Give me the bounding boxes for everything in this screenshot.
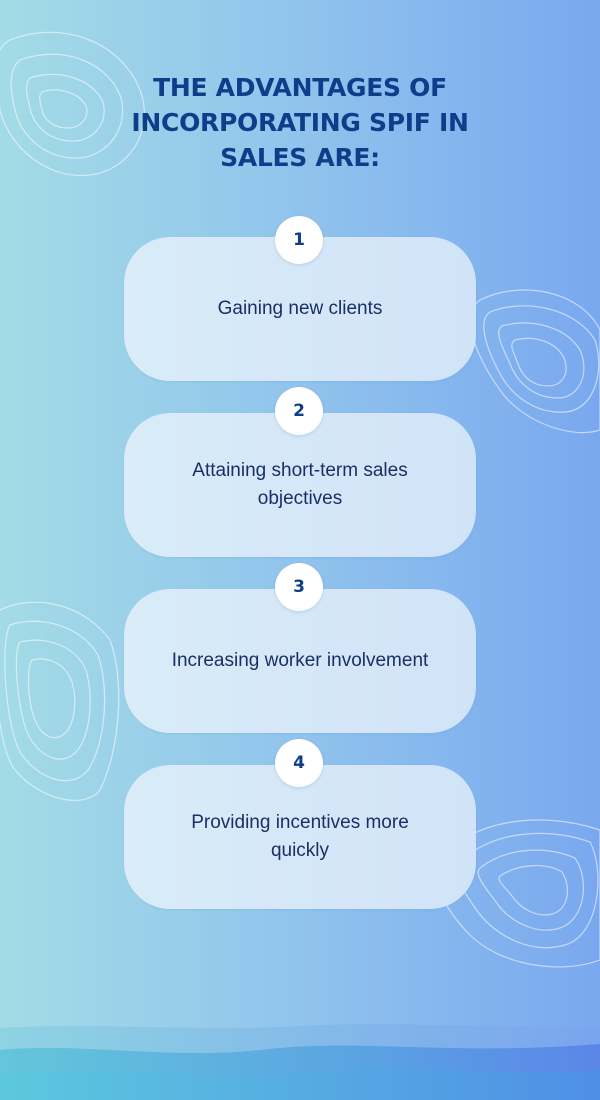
contour-left-lower (0, 601, 120, 801)
page-title: THE ADVANTAGES OF INCORPORATING SPIF IN … (131, 73, 469, 172)
number-badge-2: 2 (275, 387, 323, 435)
advantage-card-4: Providing incentives more quickly (124, 765, 476, 909)
contour-right-middle (470, 289, 600, 434)
number-badge-3: 3 (275, 563, 323, 611)
number-badge-1: 1 (275, 216, 323, 264)
contour-right-lower (436, 819, 600, 968)
advantage-card-2: Attaining short-term sales objectives (124, 413, 476, 557)
contour-top-left (0, 31, 145, 177)
advantage-text-1: Gaining new clients (217, 298, 383, 319)
bottom-wave-decoration (0, 1024, 600, 1100)
advantage-text-4: Providing incentives more quickly (191, 812, 409, 861)
number-badge-4: 4 (275, 739, 323, 787)
advantage-card-3: Increasing worker involvement (124, 589, 476, 733)
advantage-text-3: Increasing worker involvement (171, 650, 429, 671)
advantage-text-2: Attaining short-term sales objectives (192, 460, 408, 509)
